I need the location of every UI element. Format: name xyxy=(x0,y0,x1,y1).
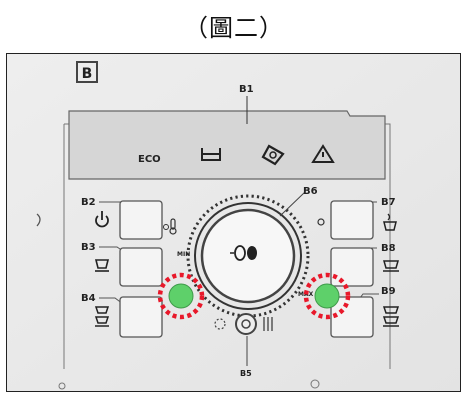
b6-label: B6 xyxy=(303,186,318,197)
warning-icon xyxy=(311,144,335,163)
b2-button[interactable] xyxy=(119,200,163,240)
b7-button[interactable] xyxy=(330,200,374,240)
highlight-marker-right xyxy=(303,272,351,320)
b5-knob[interactable] xyxy=(235,313,257,335)
b-badge: B xyxy=(76,61,98,83)
b-badge-label: B xyxy=(82,66,93,82)
double-cup-icon-right xyxy=(383,260,399,272)
b9-label: B9 xyxy=(381,286,396,297)
b1-display: B1 ECO xyxy=(68,84,386,180)
b9-button[interactable] xyxy=(330,296,374,338)
figure-caption: （圖二） xyxy=(184,14,284,42)
b8-label: B8 xyxy=(381,243,396,254)
b1-label: B1 xyxy=(239,84,254,95)
eco-icon: ECO xyxy=(138,154,161,165)
max-label: MAX xyxy=(298,291,314,298)
two-cups-icon xyxy=(382,306,400,327)
highlight-marker-left xyxy=(157,272,205,320)
temperature-icon xyxy=(163,218,177,235)
hot-water-icon xyxy=(383,213,397,231)
b6-dial[interactable] xyxy=(186,194,310,318)
steam-level-icon xyxy=(263,317,273,331)
b3-label: B3 xyxy=(81,242,96,253)
b2-label: B2 xyxy=(81,197,96,208)
b3-button[interactable] xyxy=(119,247,163,287)
descale-icon xyxy=(261,144,285,166)
b8-button[interactable] xyxy=(330,247,374,287)
min-label: MIN xyxy=(177,251,190,258)
water-tank-icon xyxy=(201,148,221,161)
double-cup-icon xyxy=(94,306,110,327)
b7-label: B7 xyxy=(381,197,396,208)
b4-label: B4 xyxy=(81,293,96,304)
photo-frame: B B1 ECO B2 B3 B4 xyxy=(6,53,461,392)
single-cup-icon xyxy=(94,259,110,272)
b4-button[interactable] xyxy=(119,296,163,338)
b5-label: B5 xyxy=(240,369,252,378)
steam-icon xyxy=(214,318,226,330)
indicator-dot-icon xyxy=(317,218,325,226)
control-panel-photo: B B1 ECO B2 B3 B4 xyxy=(7,54,460,391)
bean-icon xyxy=(230,245,257,261)
power-icon xyxy=(95,211,109,228)
